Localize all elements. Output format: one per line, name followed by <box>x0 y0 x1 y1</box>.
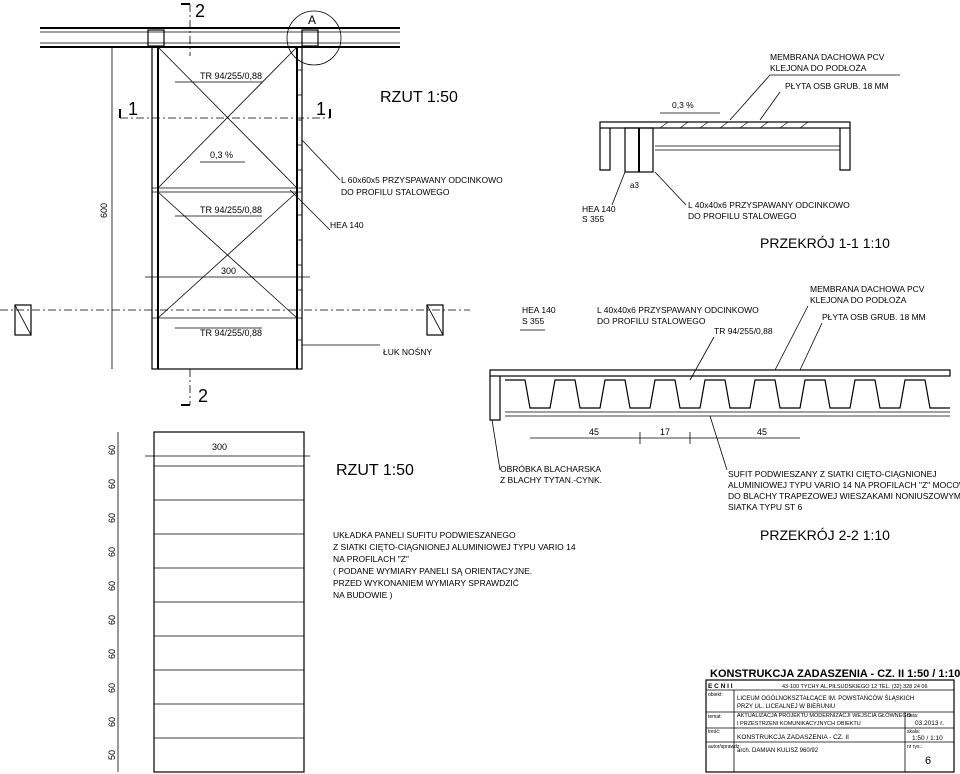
s1-slope: 0,3 % <box>672 100 694 110</box>
s2-flashing-1: OBRÓBKA BLACHARSKA <box>500 464 601 474</box>
beam-label: HEA 140 <box>330 220 364 230</box>
row-dim: 60 <box>107 615 117 625</box>
tb-label-object: obiekt: <box>708 692 723 698</box>
row-dims: 60 60 60 60 60 60 60 60 60 50 <box>107 445 117 760</box>
row-dim: 60 <box>107 717 117 727</box>
tb-label-date: data: <box>907 713 918 719</box>
tr-label-2: TR 94/255/0,88 <box>200 205 262 215</box>
tb-sheet: 6 <box>925 755 931 767</box>
tb-label-scale: skala: <box>907 729 920 735</box>
tb-address: 43-100 TYCHY AL.PIŁSUDSKIEGO 12 TEL. (32… <box>782 684 928 690</box>
plan-bottom-title: RZUT 1:50 <box>336 462 414 479</box>
row-dim: 60 <box>107 547 117 557</box>
row-dim: 60 <box>107 445 117 455</box>
tb-object-1: LICEUM OGÓLNOKSZTAŁCĄCE IM. POWSTAŃCÓW Ś… <box>737 694 914 702</box>
s1-title: PRZEKRÓJ 1-1 1:10 <box>760 235 890 251</box>
angle2-label-1: L 40x40x6 PRZYSPAWANY ODCINKOWO <box>597 305 759 315</box>
s1-osb: PŁYTA OSB GRUB. 18 MM <box>785 81 889 91</box>
row-dim: 60 <box>107 479 117 489</box>
row-dim: 60 <box>107 683 117 693</box>
s1-hea: HEA 140 <box>582 204 616 214</box>
row-dim: 60 <box>107 581 117 591</box>
s2-flashing-2: Z BLACHY TYTAN.-CYNK. <box>500 475 602 485</box>
tb-object-2: PRZY UL. LICEALNEJ W BIERUNIU <box>737 704 835 710</box>
steel-label: S 355 <box>522 316 544 326</box>
note-2: Z SIATKI CIĘTO-CIĄGNIONEJ ALUMINIOWEJ TY… <box>333 542 576 552</box>
tb-label-drawing: treść: <box>708 729 720 735</box>
s2-tr: TR 94/255/0,88 <box>714 326 773 336</box>
s1-membrane-2: KLEJONA DO PODŁOŻA <box>770 63 867 73</box>
tb-drawing: KONSTRUKCJA ZADASZENIA - CZ. II <box>737 734 849 741</box>
dim-height: 600 <box>99 203 109 218</box>
s2-ceiling-1: SUFIT PODWIESZANY Z SIATKI CIĘTO-CIĄGNIO… <box>728 469 937 479</box>
plan-top-title: RZUT 1:50 <box>380 89 458 106</box>
s1-angle-1: L 40x40x6 PRZYSPAWANY ODCINKOWO <box>688 200 850 210</box>
section-mark-bottom: 2 <box>198 386 208 406</box>
angle-label-2: DO PROFILU STALOWEGO <box>341 187 450 197</box>
slope-label: 0,3 % <box>210 150 233 160</box>
s2-ceiling-2: ALUMINIOWEJ TYPU VARIO 14 NA PROFILACH "… <box>728 480 960 490</box>
tr-label-3: TR 94/255/0,88 <box>200 328 262 338</box>
s1-angle-2: DO PROFILU STALOWEGO <box>688 211 797 221</box>
top-plan: A 2 1 1 RZUT 1:50 TR <box>0 1 759 406</box>
tb-label-author: autor/sprawdz: <box>708 744 741 750</box>
note-6: NA BUDOWIE ) <box>333 590 393 600</box>
s2-title: PRZEKRÓJ 2-2 1:10 <box>760 527 890 543</box>
detail-mark: A <box>308 13 316 27</box>
row-dim: 60 <box>107 513 117 523</box>
tb-scale: 1:50 / 1:10 <box>912 735 943 742</box>
detail-circle <box>286 10 342 66</box>
tb-topic-2: I PRZESTRZENI KOMUNIKACYJNYCH OBIEKTU <box>737 721 861 727</box>
s2-ceiling-4: SIATKA TYPU ST 6 <box>728 502 802 512</box>
tr-label-1: TR 94/255/0,88 <box>200 71 262 81</box>
tb-date: 03.2013 r. <box>915 720 944 727</box>
s2-dim-1: 45 <box>589 427 599 437</box>
note-3: NA PROFILACH "Z" <box>333 554 409 564</box>
tb-label-sheet: nr rys.: <box>907 744 922 750</box>
tb-topic-1: AKTUALIZACJA PROJEKTU MODERNIZACJI WEJŚC… <box>737 711 912 719</box>
frame-outline <box>151 46 303 370</box>
section-mark-top: 2 <box>195 1 205 21</box>
title-block: KONSTRUKCJA ZADASZENIA - CZ. II 1:50 / 1… <box>705 668 960 773</box>
angle2-label-2: DO PROFILU STALOWEGO <box>597 316 706 326</box>
note-1: UKŁADKA PANELI SUFITU PODWIESZANEGO <box>333 530 516 540</box>
dim-width: 300 <box>221 266 236 276</box>
s1-weld: a3 <box>630 181 639 190</box>
tb-author: arch. DAMIAN KULISZ 960/92 <box>737 748 819 754</box>
s2-membrane-2: KLEJONA DO PODŁOŻA <box>810 295 907 305</box>
section-mark-left: 1 <box>128 99 138 119</box>
tb-label-topic: temat: <box>708 714 722 720</box>
arch-label: ŁUK NOŚNY <box>383 346 432 357</box>
note-5: PRZED WYKONANIEM WYMIARY SPRAWDZIĆ <box>333 578 519 588</box>
s2-dim-2: 17 <box>660 427 670 437</box>
angle-label-1: L 60x60x5 PRZYSPAWANY ODCINKOWO <box>341 175 503 185</box>
row-dim: 60 <box>107 649 117 659</box>
s2-membrane-1: MEMBRANA DACHOWA PCV <box>810 284 925 294</box>
s2-osb: PŁYTA OSB GRUB. 18 MM <box>822 312 926 322</box>
row-dim: 50 <box>107 750 117 760</box>
s1-steel: S 355 <box>582 214 604 224</box>
section-1-1: MEMBRANA DACHOWA PCV KLEJONA DO PODŁOŻA … <box>582 52 900 251</box>
section-mark-right: 1 <box>316 99 326 119</box>
bottom-plan: 300 60 60 60 60 60 60 60 60 60 50 RZUT 1… <box>107 431 576 773</box>
s2-dim-3: 45 <box>757 427 767 437</box>
tb-logo: E C N I I <box>708 683 733 690</box>
s1-membrane-1: MEMBRANA DACHOWA PCV <box>770 52 885 62</box>
bottom-dim-width: 300 <box>212 442 227 452</box>
tb-heading: KONSTRUKCJA ZADASZENIA - CZ. II 1:50 / 1… <box>710 668 960 680</box>
hea-label: HEA 140 <box>522 305 556 315</box>
note-4: ( PODANE WYMIARY PANELI SĄ ORIENTACYJNE. <box>333 566 532 576</box>
section-2-2: MEMBRANA DACHOWA PCV KLEJONA DO PODŁOŻA … <box>489 284 960 543</box>
s2-ceiling-3: DO BLACHY TRAPEZOWEJ WIESZAKAMI NONIUSZO… <box>728 491 960 501</box>
